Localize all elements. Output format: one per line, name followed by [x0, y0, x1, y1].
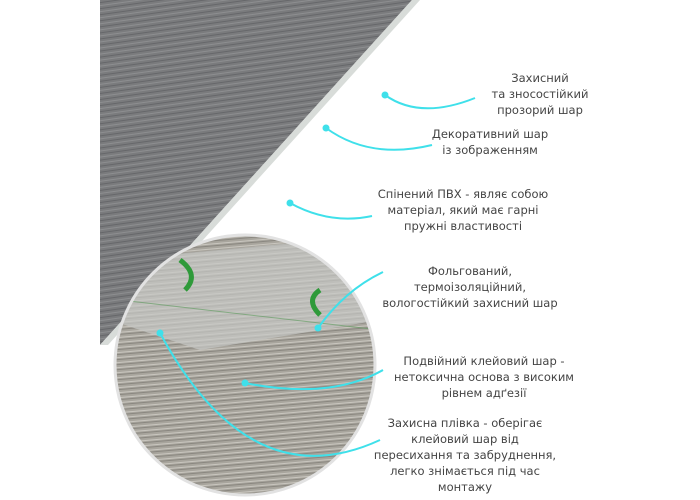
label-line: клейовий шар від: [411, 432, 519, 446]
label-line: Фольгований,: [427, 264, 513, 278]
label-line: легко знімається під час: [390, 464, 540, 478]
label-protective-layer: Захисний та зносостійкий прозорий шар: [491, 70, 588, 118]
label-line: прозорий шар: [497, 103, 583, 117]
label-line: вологостійкий захисний шар: [382, 296, 558, 310]
label-line: із зображенням: [442, 143, 538, 157]
leader-dots: [156, 91, 389, 387]
label-decorative-layer: Декоративний шар із зображенням: [432, 126, 548, 158]
label-line: Захисний: [511, 71, 569, 85]
label-line: Декоративний шар: [431, 127, 549, 141]
label-line: Захисна плівка - оберігає: [387, 416, 543, 430]
label-line: Подвійний клейовий шар -: [403, 354, 565, 368]
closeup-inset: [115, 235, 375, 495]
label-adhesive-layer: Подвійний клейовий шар - нетоксична осно…: [394, 353, 574, 401]
label-line: матеріал, який має гарні: [387, 203, 539, 217]
label-line: та зносостійкий: [491, 87, 589, 101]
label-foil-layer: Фольгований, термоізоляційний, вологості…: [382, 263, 557, 311]
label-line: монтажу: [437, 480, 493, 494]
label-line: термоізоляційний,: [413, 280, 527, 294]
label-foamed-pvc: Спінений ПВХ - являє собою матеріал, яки…: [378, 186, 548, 234]
label-line: пружні властивості: [403, 219, 523, 233]
inset-border: [113, 233, 377, 497]
label-line: пересихання та забруднення,: [373, 448, 557, 462]
leader-lines: [159, 94, 476, 457]
label-line: рівнем адґезії: [441, 386, 527, 400]
label-line: нетоксична основа з високим: [394, 370, 574, 384]
label-line: Спінений ПВХ - являє собою: [377, 187, 549, 201]
label-protective-film: Захисна плівка - оберігає клейовий шар в…: [374, 415, 556, 495]
